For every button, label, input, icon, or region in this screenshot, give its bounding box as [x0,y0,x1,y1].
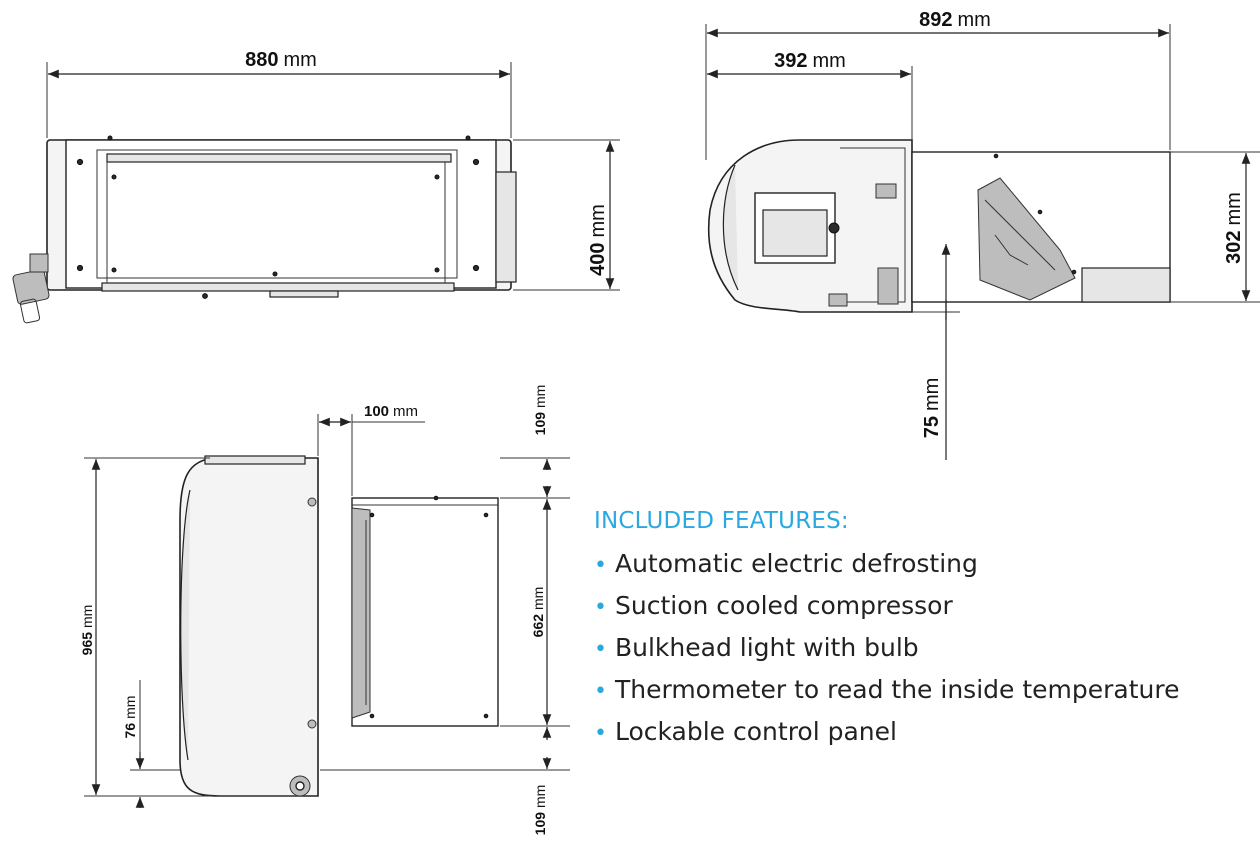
svg-text:965mm: 965 mm [79,605,95,656]
features-list: • Automatic electric defrosting • Suction … [594,544,1260,754]
feature-text: Thermometer to read the inside temperatu… [614,675,1180,704]
svg-text:109mm: 109 mm [532,785,548,836]
top-margin-top-value: 109 [532,412,548,436]
top-margin-bottom-unit: mm [532,785,548,808]
top-total-value: 965 [79,632,95,656]
dim-side-outer: 392 mm [707,50,913,140]
dim-side-bottom: 75 mm [912,244,960,460]
top-total-unit: mm [79,605,95,628]
dim-side-total: 892 mm [705,9,1171,160]
feature-text: Bulkhead light with bulb [614,633,919,662]
features-heading: INCLUDED FEATURES: [594,508,849,534]
feature-item: • Automatic electric defrosting [594,544,1260,586]
feature-text: Lockable control panel [614,717,897,746]
svg-text:75mm: 75 mm [921,378,943,439]
dim-top-right: 109 mm 662 mm 109 mm [320,385,570,836]
front-view [12,135,517,324]
side-total-value: 892 [919,9,952,31]
top-inner-value: 662 [530,614,546,638]
front-height-unit: mm [587,204,609,237]
svg-text:109mm: 109 mm [532,385,548,436]
feature-text: Suction cooled compressor [614,591,953,620]
dim-side-height: 302 mm [1170,151,1260,303]
bullet-icon: • [594,553,607,578]
dim-top-total: 965 mm [79,457,300,797]
feature-item: • Thermometer to read the inside temperat… [594,670,1260,712]
side-view [707,139,1171,313]
svg-text:302mm: 302 mm [1223,192,1245,264]
side-total-unit: mm [958,9,991,31]
top-foot-value: 76 [122,723,138,739]
svg-text:662mm: 662 mm [530,587,546,638]
feature-text: Automatic electric defrosting [614,549,978,578]
front-width-unit: mm [284,49,317,71]
svg-text:400mm: 400 mm [587,204,609,276]
bullet-icon: • [594,679,607,704]
top-margin-bottom-value: 109 [532,812,548,836]
dim-front-height: 400 mm [513,139,620,291]
side-outer-unit: mm [813,50,846,72]
side-bottom-value: 75 [921,416,943,438]
top-foot-unit: mm [122,696,138,719]
feature-item: • Suction cooled compressor [594,586,1260,628]
side-height-unit: mm [1223,192,1245,225]
top-inner-unit: mm [530,587,546,610]
top-view [179,455,499,797]
front-height-value: 400 [587,242,609,275]
bullet-icon: • [594,595,607,620]
svg-text:76mm: 76 mm [122,696,138,739]
features-panel: INCLUDED FEATURES: • Automatic electric d… [594,508,1260,754]
dim-front-width: 880 mm [46,49,512,138]
bullet-icon: • [594,637,607,662]
bullet-icon: • [594,721,607,746]
front-width-value: 880 [245,49,278,71]
top-margin-top-unit: mm [532,385,548,408]
top-offset-unit: mm [393,403,418,420]
feature-item: • Lockable control panel [594,712,1260,754]
feature-item: • Bulkhead light with bulb [594,628,1260,670]
side-bottom-unit: mm [921,378,943,411]
dim-top-foot: 76 mm [122,680,180,808]
side-height-value: 302 [1223,230,1245,263]
top-offset-value: 100 [364,403,389,420]
side-outer-value: 392 [774,50,807,72]
